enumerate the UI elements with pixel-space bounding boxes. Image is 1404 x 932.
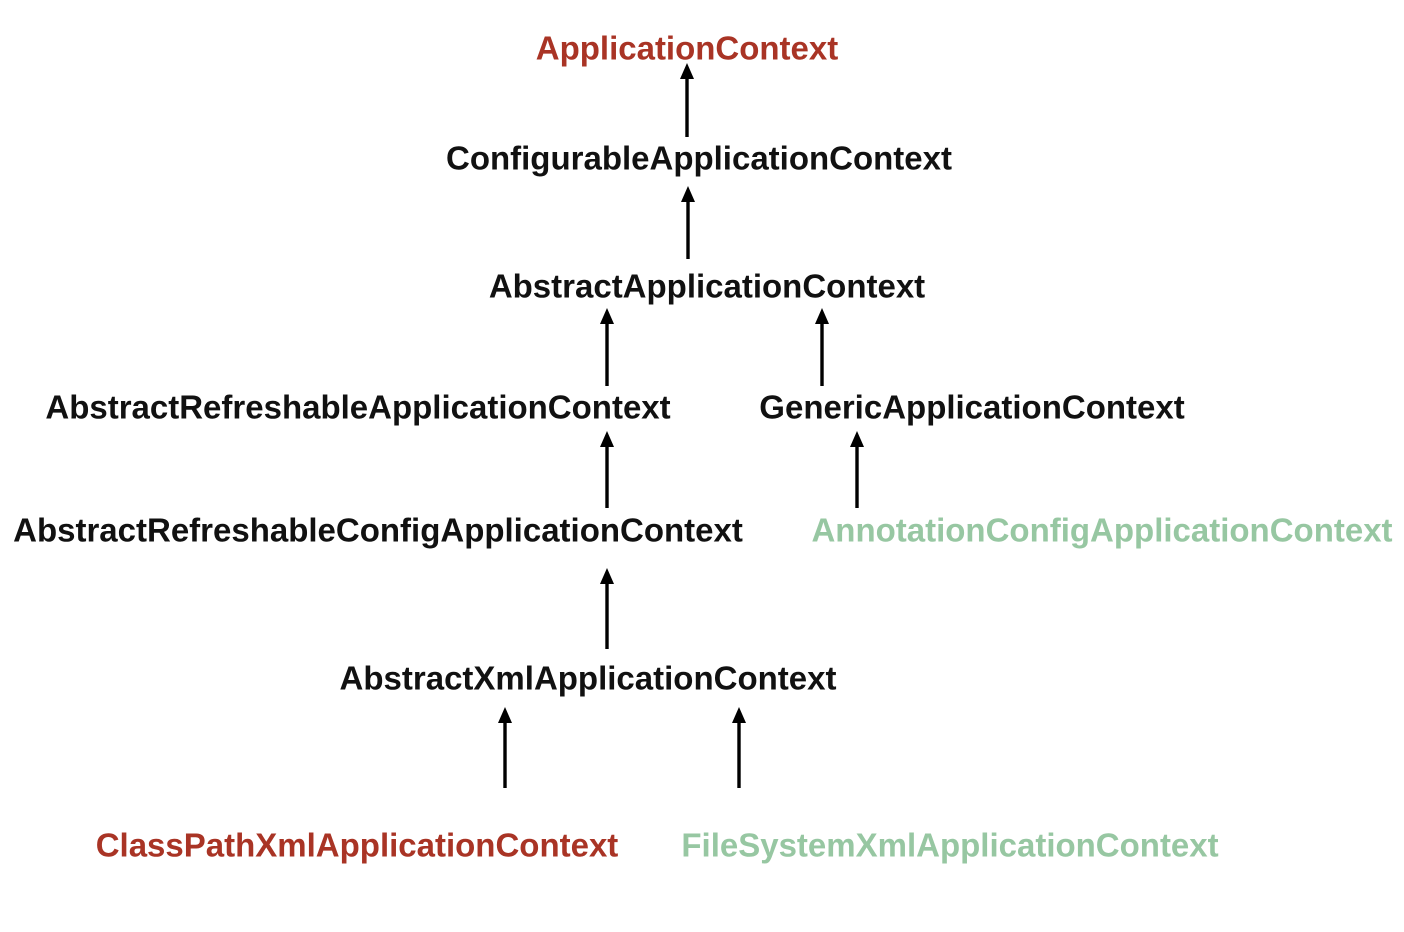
node-annotation-config-application-context: AnnotationConfigApplicationContext xyxy=(811,511,1393,549)
node-generic-application-context: GenericApplicationContext xyxy=(759,388,1185,426)
inheritance-arrow-abstractrefreshableconfig-to-abstractrefreshable xyxy=(600,431,614,508)
node-abstract-application-context: AbstractApplicationContext xyxy=(488,267,926,305)
node-file-system-xml-application-context: FileSystemXmlApplicationContext xyxy=(681,826,1219,864)
node-configurable-application-context: ConfigurableApplicationContext xyxy=(446,139,952,177)
inheritance-arrow-abstract-to-configurable xyxy=(681,186,695,259)
node-abstract-xml-application-context: AbstractXmlApplicationContext xyxy=(339,659,837,697)
inheritance-arrow-generic-to-abstract xyxy=(815,308,829,386)
inheritance-arrow-classpathxml-to-abstractxml xyxy=(498,707,512,788)
node-abstract-refreshable-config-application-context: AbstractRefreshableConfigApplicationCont… xyxy=(13,511,743,549)
inheritance-arrow-abstractrefreshable-to-abstract xyxy=(600,308,614,386)
inheritance-arrow-configurable-to-application xyxy=(680,63,694,137)
node-class-path-xml-application-context: ClassPathXmlApplicationContext xyxy=(95,826,619,864)
node-abstract-refreshable-application-context: AbstractRefreshableApplicationContext xyxy=(45,388,671,426)
inheritance-arrow-abstractxml-to-abstractrefreshableconfig xyxy=(600,568,614,649)
node-application-context: ApplicationContext xyxy=(535,29,839,67)
inheritance-arrow-annotationconfig-to-generic xyxy=(850,431,864,508)
inheritance-arrow-filesystemxml-to-abstractxml xyxy=(732,707,746,788)
